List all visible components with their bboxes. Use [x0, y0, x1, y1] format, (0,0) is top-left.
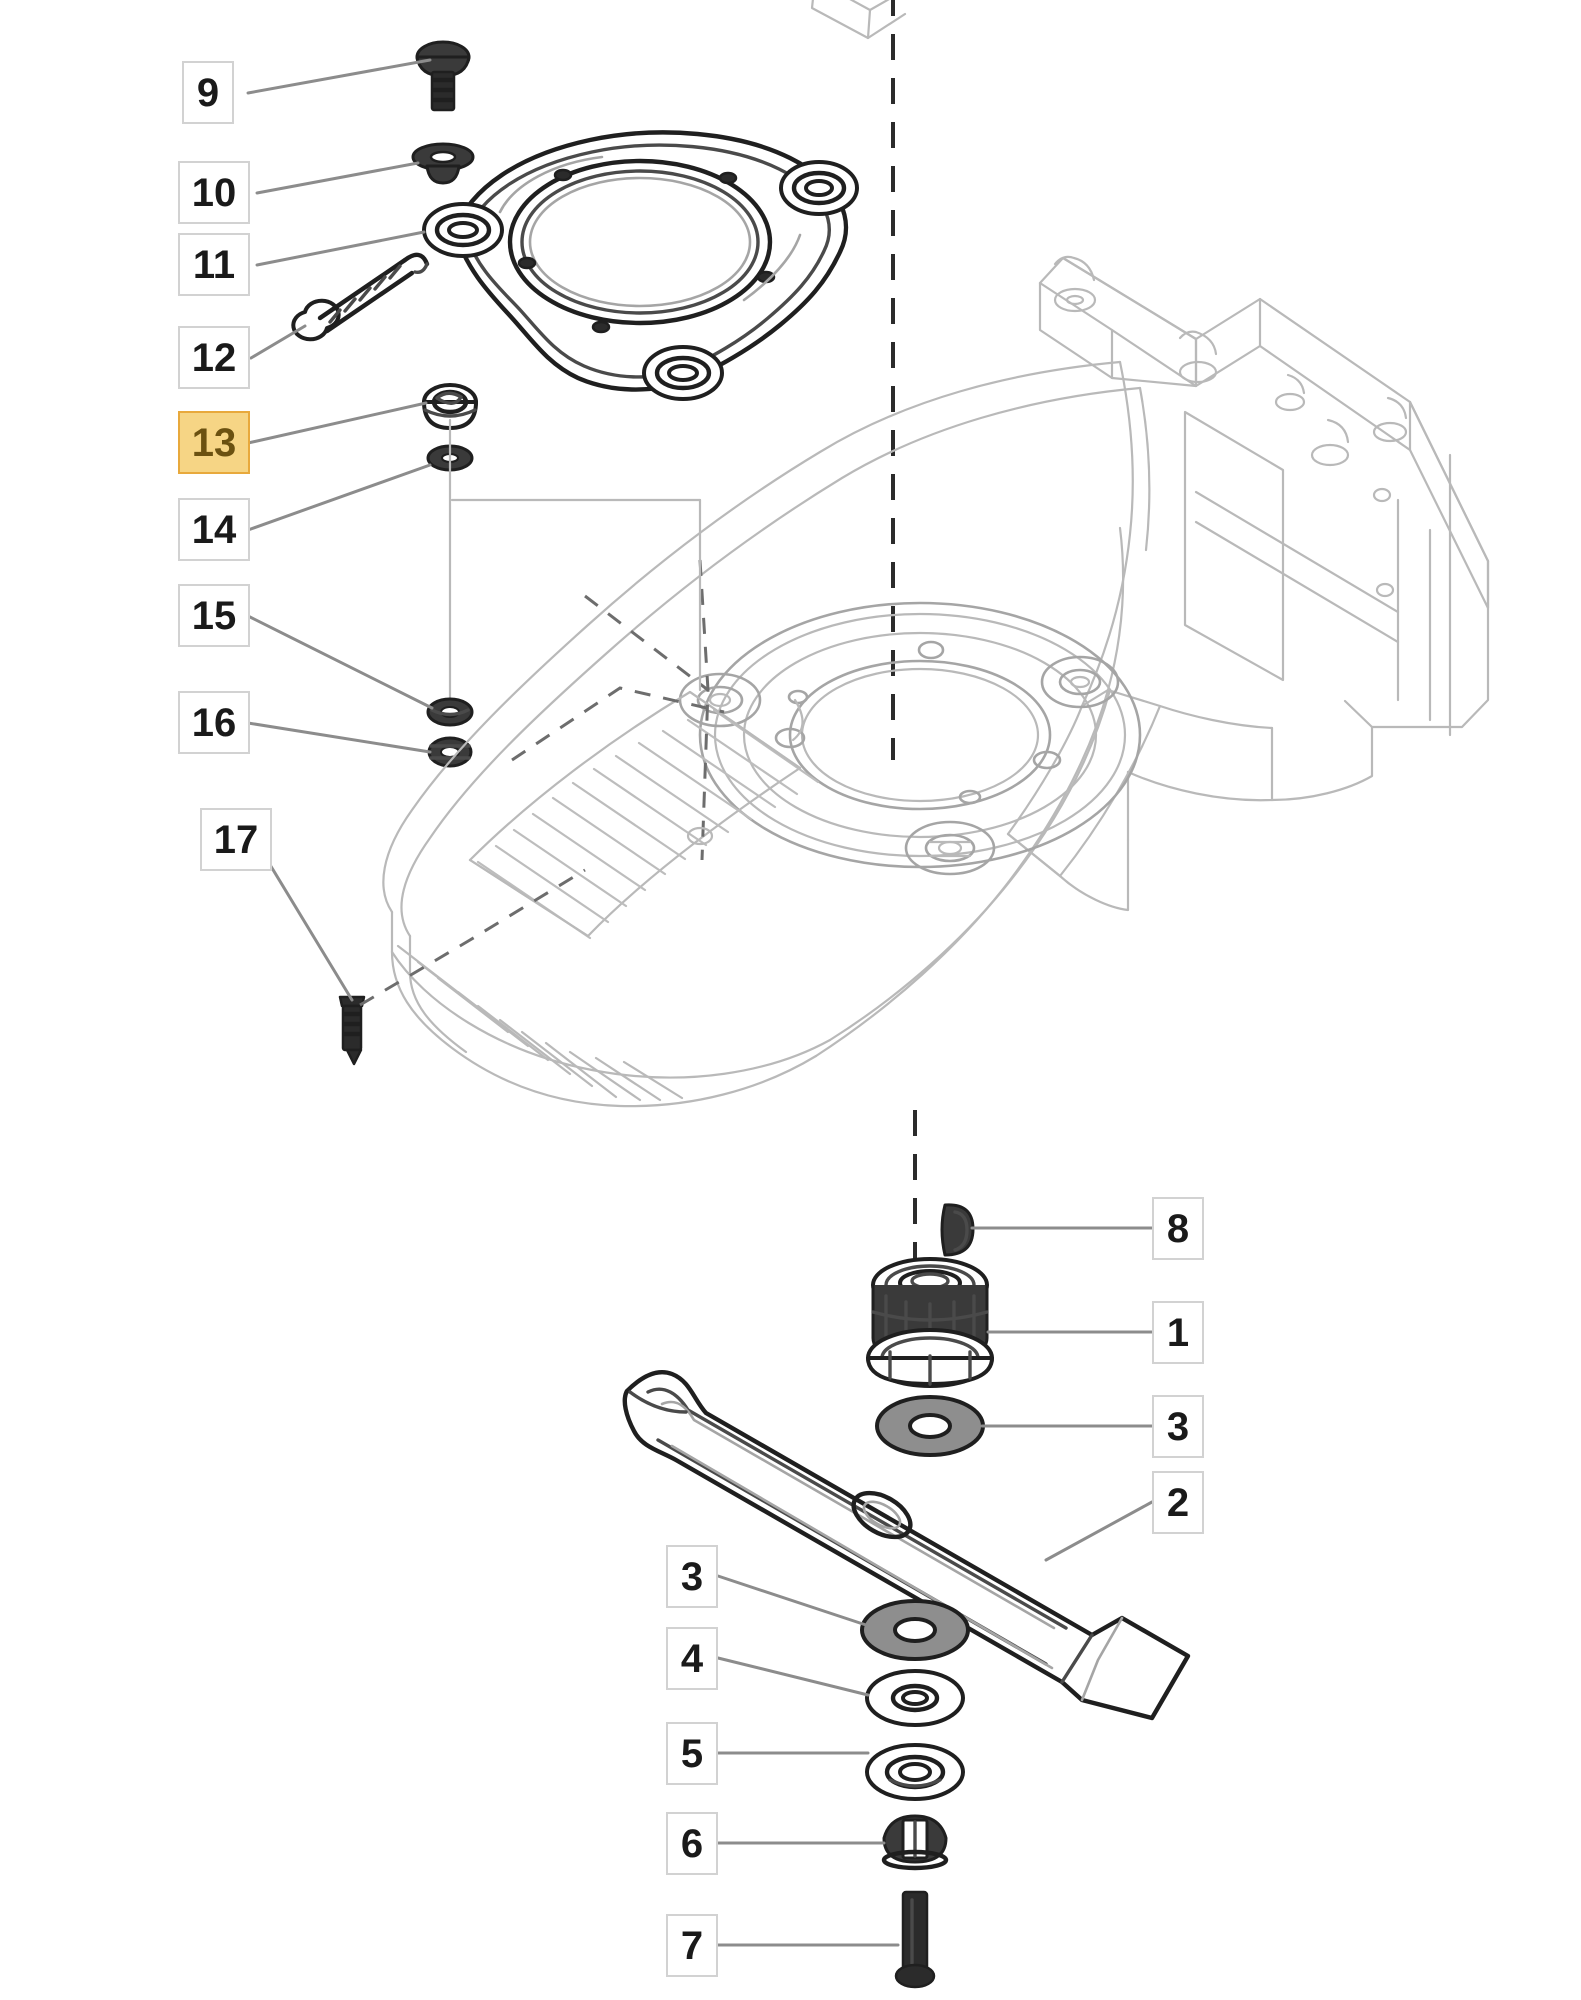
part-3-blade-washer-upper [875, 1395, 985, 1457]
assembly-dashed-mid [511, 686, 725, 762]
callout-1[interactable]: 1 [1152, 1301, 1204, 1364]
part-10-conical-washer [411, 142, 475, 185]
part-1-blade-adapter [866, 1257, 994, 1388]
callout-4[interactable]: 4 [666, 1627, 718, 1690]
part-17-self-tapping-screw [338, 995, 366, 1066]
part-13-bushing-collar [422, 383, 478, 430]
leader-10 [255, 161, 420, 195]
leader-9 [246, 58, 432, 95]
leader-15 [246, 614, 434, 710]
leader-2 [1044, 1500, 1154, 1562]
callout-16[interactable]: 16 [178, 691, 250, 754]
callout-10[interactable]: 10 [178, 161, 250, 224]
callout-14[interactable]: 14 [178, 498, 250, 561]
part-15-lock-washer [426, 697, 474, 727]
part-9-flange-bolt [415, 40, 471, 112]
part-6-flange-nut [881, 1814, 949, 1871]
leader-4 [716, 1656, 870, 1697]
mower-deck-housing [359, 255, 1490, 1108]
leader-12 [249, 324, 307, 360]
leader-3-lower [716, 1574, 868, 1627]
assembly-dashed-lower [359, 868, 586, 1007]
part-11-hub-plate [422, 130, 859, 401]
part-12-torsion-spring [291, 252, 430, 342]
part-2-cutting-blade [622, 1370, 1191, 1721]
callout-5[interactable]: 5 [666, 1722, 718, 1785]
part-5-spring-washer [865, 1743, 965, 1801]
callout-11[interactable]: 11 [178, 233, 250, 296]
deck-blade-boss-ring [678, 601, 1142, 876]
part-3-blade-washer-lower [860, 1599, 970, 1661]
deck-shell [382, 360, 1374, 1108]
callout-9[interactable]: 9 [182, 61, 234, 124]
partial-housing-top [810, 0, 907, 40]
callout-8[interactable]: 8 [1152, 1197, 1204, 1260]
callout-3-upper[interactable]: 3 [1152, 1395, 1204, 1458]
leader-13 [246, 401, 428, 445]
deck-ribbed-panel [468, 690, 820, 940]
leader-11 [255, 230, 426, 267]
callout-6[interactable]: 6 [666, 1812, 718, 1875]
callout-17[interactable]: 17 [200, 808, 272, 871]
callout-7[interactable]: 7 [666, 1914, 718, 1977]
callout-3-lower[interactable]: 3 [666, 1545, 718, 1608]
leader-16 [246, 721, 432, 754]
part-8-woodruff-key [940, 1203, 975, 1257]
part-7-blade-bolt [894, 1890, 936, 1989]
leader-14 [246, 463, 432, 532]
assembly-dashed-upper [584, 594, 709, 692]
callout-13-selected[interactable]: 13 [178, 411, 250, 474]
callout-15[interactable]: 15 [178, 584, 250, 647]
part-4-flat-washer [865, 1669, 965, 1727]
deck-rear-tower [1038, 255, 1490, 737]
callout-2[interactable]: 2 [1152, 1471, 1204, 1534]
callout-12[interactable]: 12 [178, 326, 250, 389]
hub-bolt-bosses [422, 160, 859, 401]
